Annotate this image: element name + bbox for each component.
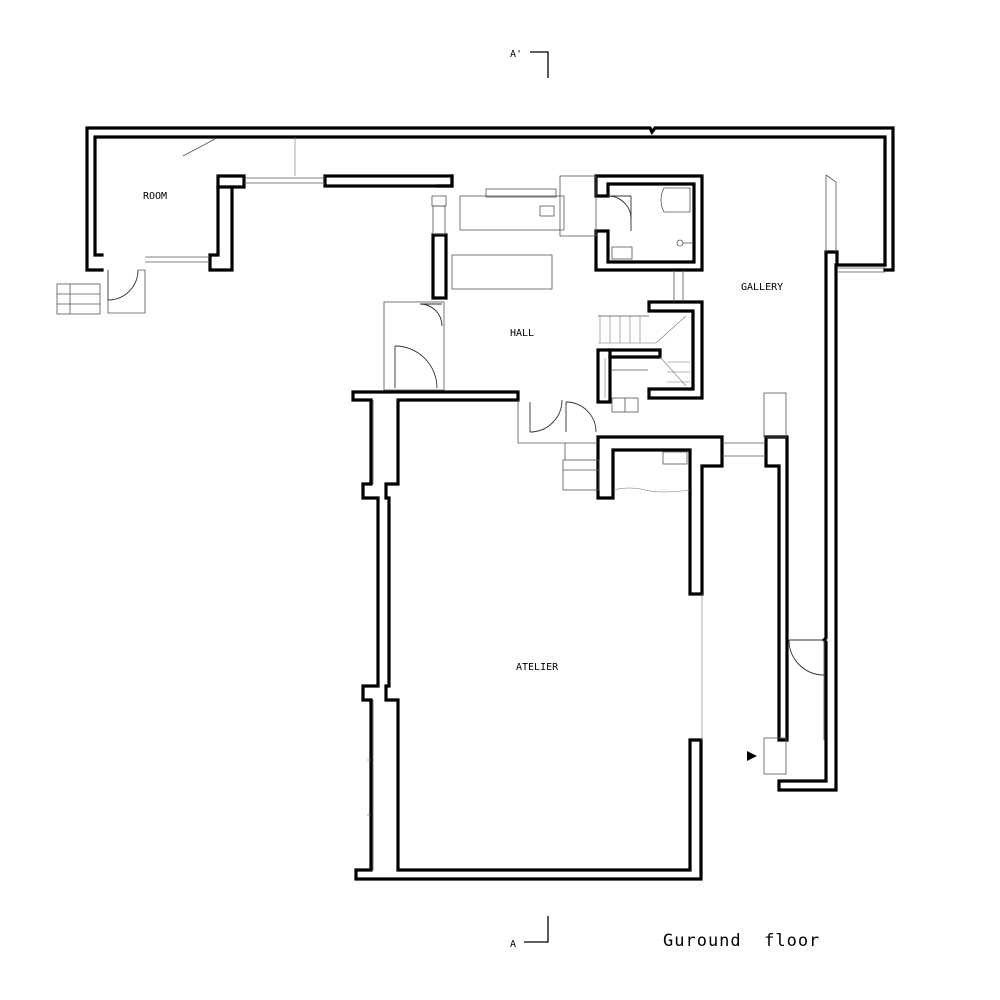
hall-lower-doors (517, 397, 639, 491)
north-wing-walls (85, 126, 895, 272)
hall-atelier-wall (351, 390, 703, 881)
triangle-arrow-icon (747, 751, 757, 761)
staircase (596, 300, 704, 404)
section-marker-top: A' (510, 49, 549, 78)
atelier-east-wall (596, 435, 766, 740)
room-door (107, 269, 146, 314)
bathroom (594, 174, 704, 272)
section-marker-bottom: A (510, 916, 549, 950)
section-label-bottom: A (510, 939, 516, 950)
atelier-label: ATELIER (516, 662, 559, 673)
gallery-walls (763, 174, 887, 792)
hall-pier (431, 233, 448, 300)
gallery-label: GALLERY (741, 282, 783, 293)
section-label-top: A' (510, 49, 522, 60)
entry-steps (56, 283, 101, 315)
hall-label: HALL (510, 328, 534, 339)
room-label: ROOM (143, 191, 167, 202)
floor-caption: Guround floor (663, 931, 820, 951)
hall-double-door (383, 301, 445, 391)
kitchen-counters (431, 175, 597, 290)
